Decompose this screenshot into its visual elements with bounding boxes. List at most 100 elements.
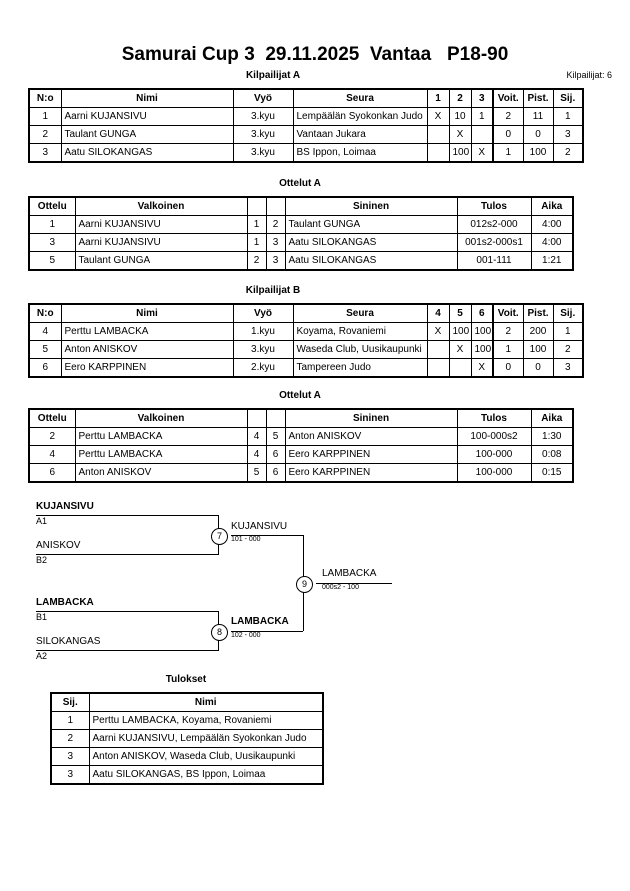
col-time: Aika (530, 196, 574, 216)
result-name: Anton ANISKOV, Waseda Club, Uusikaupunki (88, 747, 324, 766)
match-result: 012s2-000 (456, 215, 532, 234)
competitor-wins: 0 (492, 125, 524, 144)
page-title: Samurai Cup 3 29.11.2025 Vantaa P18-90 (121, 44, 509, 65)
bracket-entry-name: SILOKANGAS (36, 636, 101, 647)
competitor-points: 100 (522, 143, 554, 163)
col-match-no: Ottelu (28, 196, 76, 216)
result-name: Perttu LAMBACKA, Koyama, Rovaniemi (88, 711, 324, 730)
col-belt: Vyö (232, 88, 294, 108)
pool-a-table: N:o Nimi Vyö Seura 1 2 3 Voit. Pist. Sij… (28, 88, 584, 163)
bracket-entry-seed: A1 (36, 516, 48, 526)
col-white-no (246, 196, 267, 216)
col-blue-no (265, 196, 286, 216)
competitor-rank: 1 (552, 322, 584, 341)
col-no: N:o (28, 303, 62, 323)
score-cell-2: X (448, 340, 472, 359)
bracket-line (231, 535, 303, 536)
bracket-entry-seed: B1 (36, 612, 48, 622)
match-result: 100-000s2 (456, 427, 532, 446)
score-cell-2: 100 (448, 143, 472, 163)
col-match-4: 4 (426, 303, 450, 323)
col-white: Valkoinen (74, 196, 248, 216)
blue-competitor: Eero KARPPINEN (284, 445, 458, 464)
col-white-no (246, 408, 267, 428)
table-header-row: Ottelu Valkoinen Sininen Tulos Aika (28, 196, 574, 216)
bracket-line (36, 650, 218, 651)
caption-matches-a: Ottelut A (279, 178, 321, 189)
blue-number: 5 (265, 427, 286, 446)
result-rank: 2 (50, 729, 90, 748)
bracket-line (231, 631, 303, 632)
blue-number: 3 (265, 233, 286, 252)
score-cell-1 (426, 125, 450, 144)
bracket-winner-name: KUJANSIVU (231, 521, 288, 532)
match-time: 1:21 (530, 251, 574, 271)
score-cell-3: 100 (470, 322, 494, 341)
blue-competitor: Taulant GUNGA (284, 215, 458, 234)
bracket-winner-name: LAMBACKA (231, 616, 289, 627)
match-number: 4 (28, 445, 76, 464)
competitor-name: Aarni KUJANSIVU (60, 107, 234, 126)
score-cell-1 (426, 358, 450, 378)
col-points: Pist. (522, 303, 554, 323)
col-match-3: 3 (470, 88, 494, 108)
col-club: Seura (292, 303, 428, 323)
competitor-no: 5 (28, 340, 62, 359)
competitor-belt: 3.kyu (232, 125, 294, 144)
white-number: 2 (246, 251, 267, 271)
competitor-club: Tampereen Judo (292, 358, 428, 378)
competitor-no: 2 (28, 125, 62, 144)
bracket-entry-seed: A2 (36, 651, 48, 661)
col-rank: Sij. (50, 692, 90, 712)
competitor-rank: 3 (552, 358, 584, 378)
score-cell-2: X (448, 125, 472, 144)
match-result: 100-000 (456, 463, 532, 483)
competitor-belt: 2.kyu (232, 358, 294, 378)
match-result: 100-000 (456, 445, 532, 464)
white-number: 1 (246, 233, 267, 252)
competitor-belt: 3.kyu (232, 143, 294, 163)
competitor-club: BS Ippon, Loimaa (292, 143, 428, 163)
competitor-name: Taulant GUNGA (60, 125, 234, 144)
col-result: Tulos (456, 196, 532, 216)
match-time: 0:15 (530, 463, 574, 483)
col-time: Aika (530, 408, 574, 428)
bracket-match-number: 7 (211, 528, 228, 545)
blue-competitor: Aatu SILOKANGAS (284, 233, 458, 252)
bracket-match-number: 9 (296, 576, 313, 593)
white-competitor: Taulant GUNGA (74, 251, 248, 271)
competitor-belt: 3.kyu (232, 340, 294, 359)
caption-matches-b: Ottelut A (279, 390, 321, 401)
col-belt: Vyö (232, 303, 294, 323)
white-number: 5 (246, 463, 267, 483)
col-name: Nimi (60, 88, 234, 108)
col-wins: Voit. (492, 303, 524, 323)
competitor-no: 3 (28, 143, 62, 163)
score-cell-3: 1 (470, 107, 494, 126)
table-header-row: Ottelu Valkoinen Sininen Tulos Aika (28, 408, 574, 428)
col-match-1: 1 (426, 88, 450, 108)
col-match-6: 6 (470, 303, 494, 323)
competitor-wins: 1 (492, 340, 524, 359)
competitor-wins: 2 (492, 322, 524, 341)
white-number: 4 (246, 445, 267, 464)
col-blue: Sininen (284, 196, 458, 216)
competitor-rank: 2 (552, 143, 584, 163)
competitor-name: Anton ANISKOV (60, 340, 234, 359)
competitor-wins: 0 (492, 358, 524, 378)
blue-competitor: Eero KARPPINEN (284, 463, 458, 483)
competitor-wins: 1 (492, 143, 524, 163)
bracket-line (36, 611, 218, 612)
competitor-club: Koyama, Rovaniemi (292, 322, 428, 341)
competitor-rank: 1 (552, 107, 584, 126)
competitor-club: Waseda Club, Uusikaupunki (292, 340, 428, 359)
bracket-line (316, 583, 392, 584)
